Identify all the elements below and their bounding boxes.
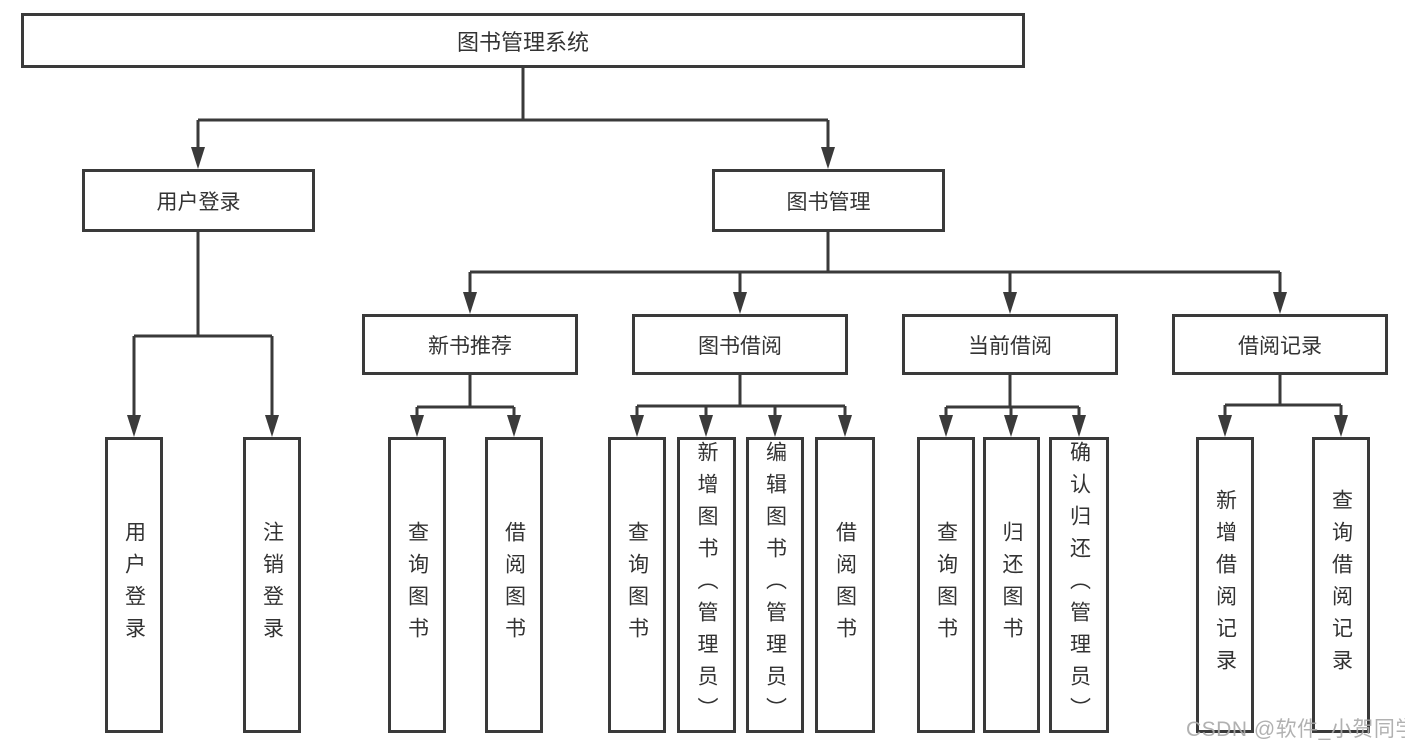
node-book-borrowing: 图书借阅: [632, 314, 848, 375]
leaf-borrow-books-recommend: 借阅图书: [485, 437, 543, 733]
leaf-label: 借阅图书: [502, 521, 526, 649]
node-book-management: 图书管理: [712, 169, 945, 232]
leaf-label: 查询图书: [625, 521, 649, 649]
leaf-query-books-borrowing: 查询图书: [608, 437, 666, 733]
leaf-label: 注销登录: [260, 521, 284, 649]
node-label: 图书管理系统: [456, 29, 589, 55]
leaf-add-book-admin: 新增图书（管理员）: [677, 437, 736, 733]
leaf-label: 查询图书: [405, 521, 429, 649]
leaf-user-login: 用户登录: [105, 437, 163, 733]
node-label: 用户登录: [156, 190, 241, 214]
node-label: 新书推荐: [428, 334, 512, 358]
leaf-borrow-books-borrowing: 借阅图书: [815, 437, 875, 733]
leaf-add-borrow-record: 新增借阅记录: [1196, 437, 1254, 733]
connector-book-borrowing-to-leaves: [630, 375, 852, 437]
connector-user-login-to-leaves: [127, 232, 279, 437]
leaf-label: 查询图书: [934, 521, 958, 649]
node-new-book-recommend: 新书推荐: [362, 314, 578, 375]
connector-current-borrowing-to-leaves: [939, 375, 1086, 437]
leaf-return-books: 归还图书: [983, 437, 1040, 733]
leaf-label: 借阅图书: [833, 521, 857, 649]
leaf-query-books-recommend: 查询图书: [388, 437, 446, 733]
node-label: 图书借阅: [698, 334, 782, 358]
leaf-query-borrow-record: 查询借阅记录: [1312, 437, 1370, 733]
connector-book-management-to-modules: [463, 232, 1287, 314]
connector-borrowing-records-to-leaves: [1218, 375, 1348, 437]
csdn-watermark: CSDN @软件_小贺同学: [1186, 718, 1405, 741]
leaf-label: 确认归还（管理员）: [1067, 441, 1091, 729]
leaf-edit-book-admin: 编辑图书（管理员）: [746, 437, 804, 733]
node-label: 当前借阅: [968, 334, 1052, 358]
node-borrowing-records: 借阅记录: [1172, 314, 1388, 375]
node-library-management-system: 图书管理系统: [21, 13, 1025, 68]
leaf-label: 查询借阅记录: [1329, 489, 1353, 681]
node-current-borrowing: 当前借阅: [902, 314, 1118, 375]
node-user-login: 用户登录: [82, 169, 315, 232]
node-label: 图书管理: [786, 190, 871, 214]
leaf-confirm-return-admin: 确认归还（管理员）: [1049, 437, 1109, 733]
leaf-logout: 注销登录: [243, 437, 301, 733]
leaf-label: 用户登录: [122, 521, 146, 649]
connector-new-book-recommend-to-leaves: [410, 375, 521, 437]
leaf-label: 新增图书（管理员）: [695, 441, 718, 729]
leaf-query-books-current: 查询图书: [917, 437, 975, 733]
leaf-label: 编辑图书（管理员）: [763, 441, 787, 729]
leaf-label: 归还图书: [1000, 521, 1023, 649]
leaf-label: 新增借阅记录: [1213, 489, 1237, 681]
connector-root-to-level2: [191, 68, 835, 169]
node-label: 借阅记录: [1238, 334, 1322, 358]
